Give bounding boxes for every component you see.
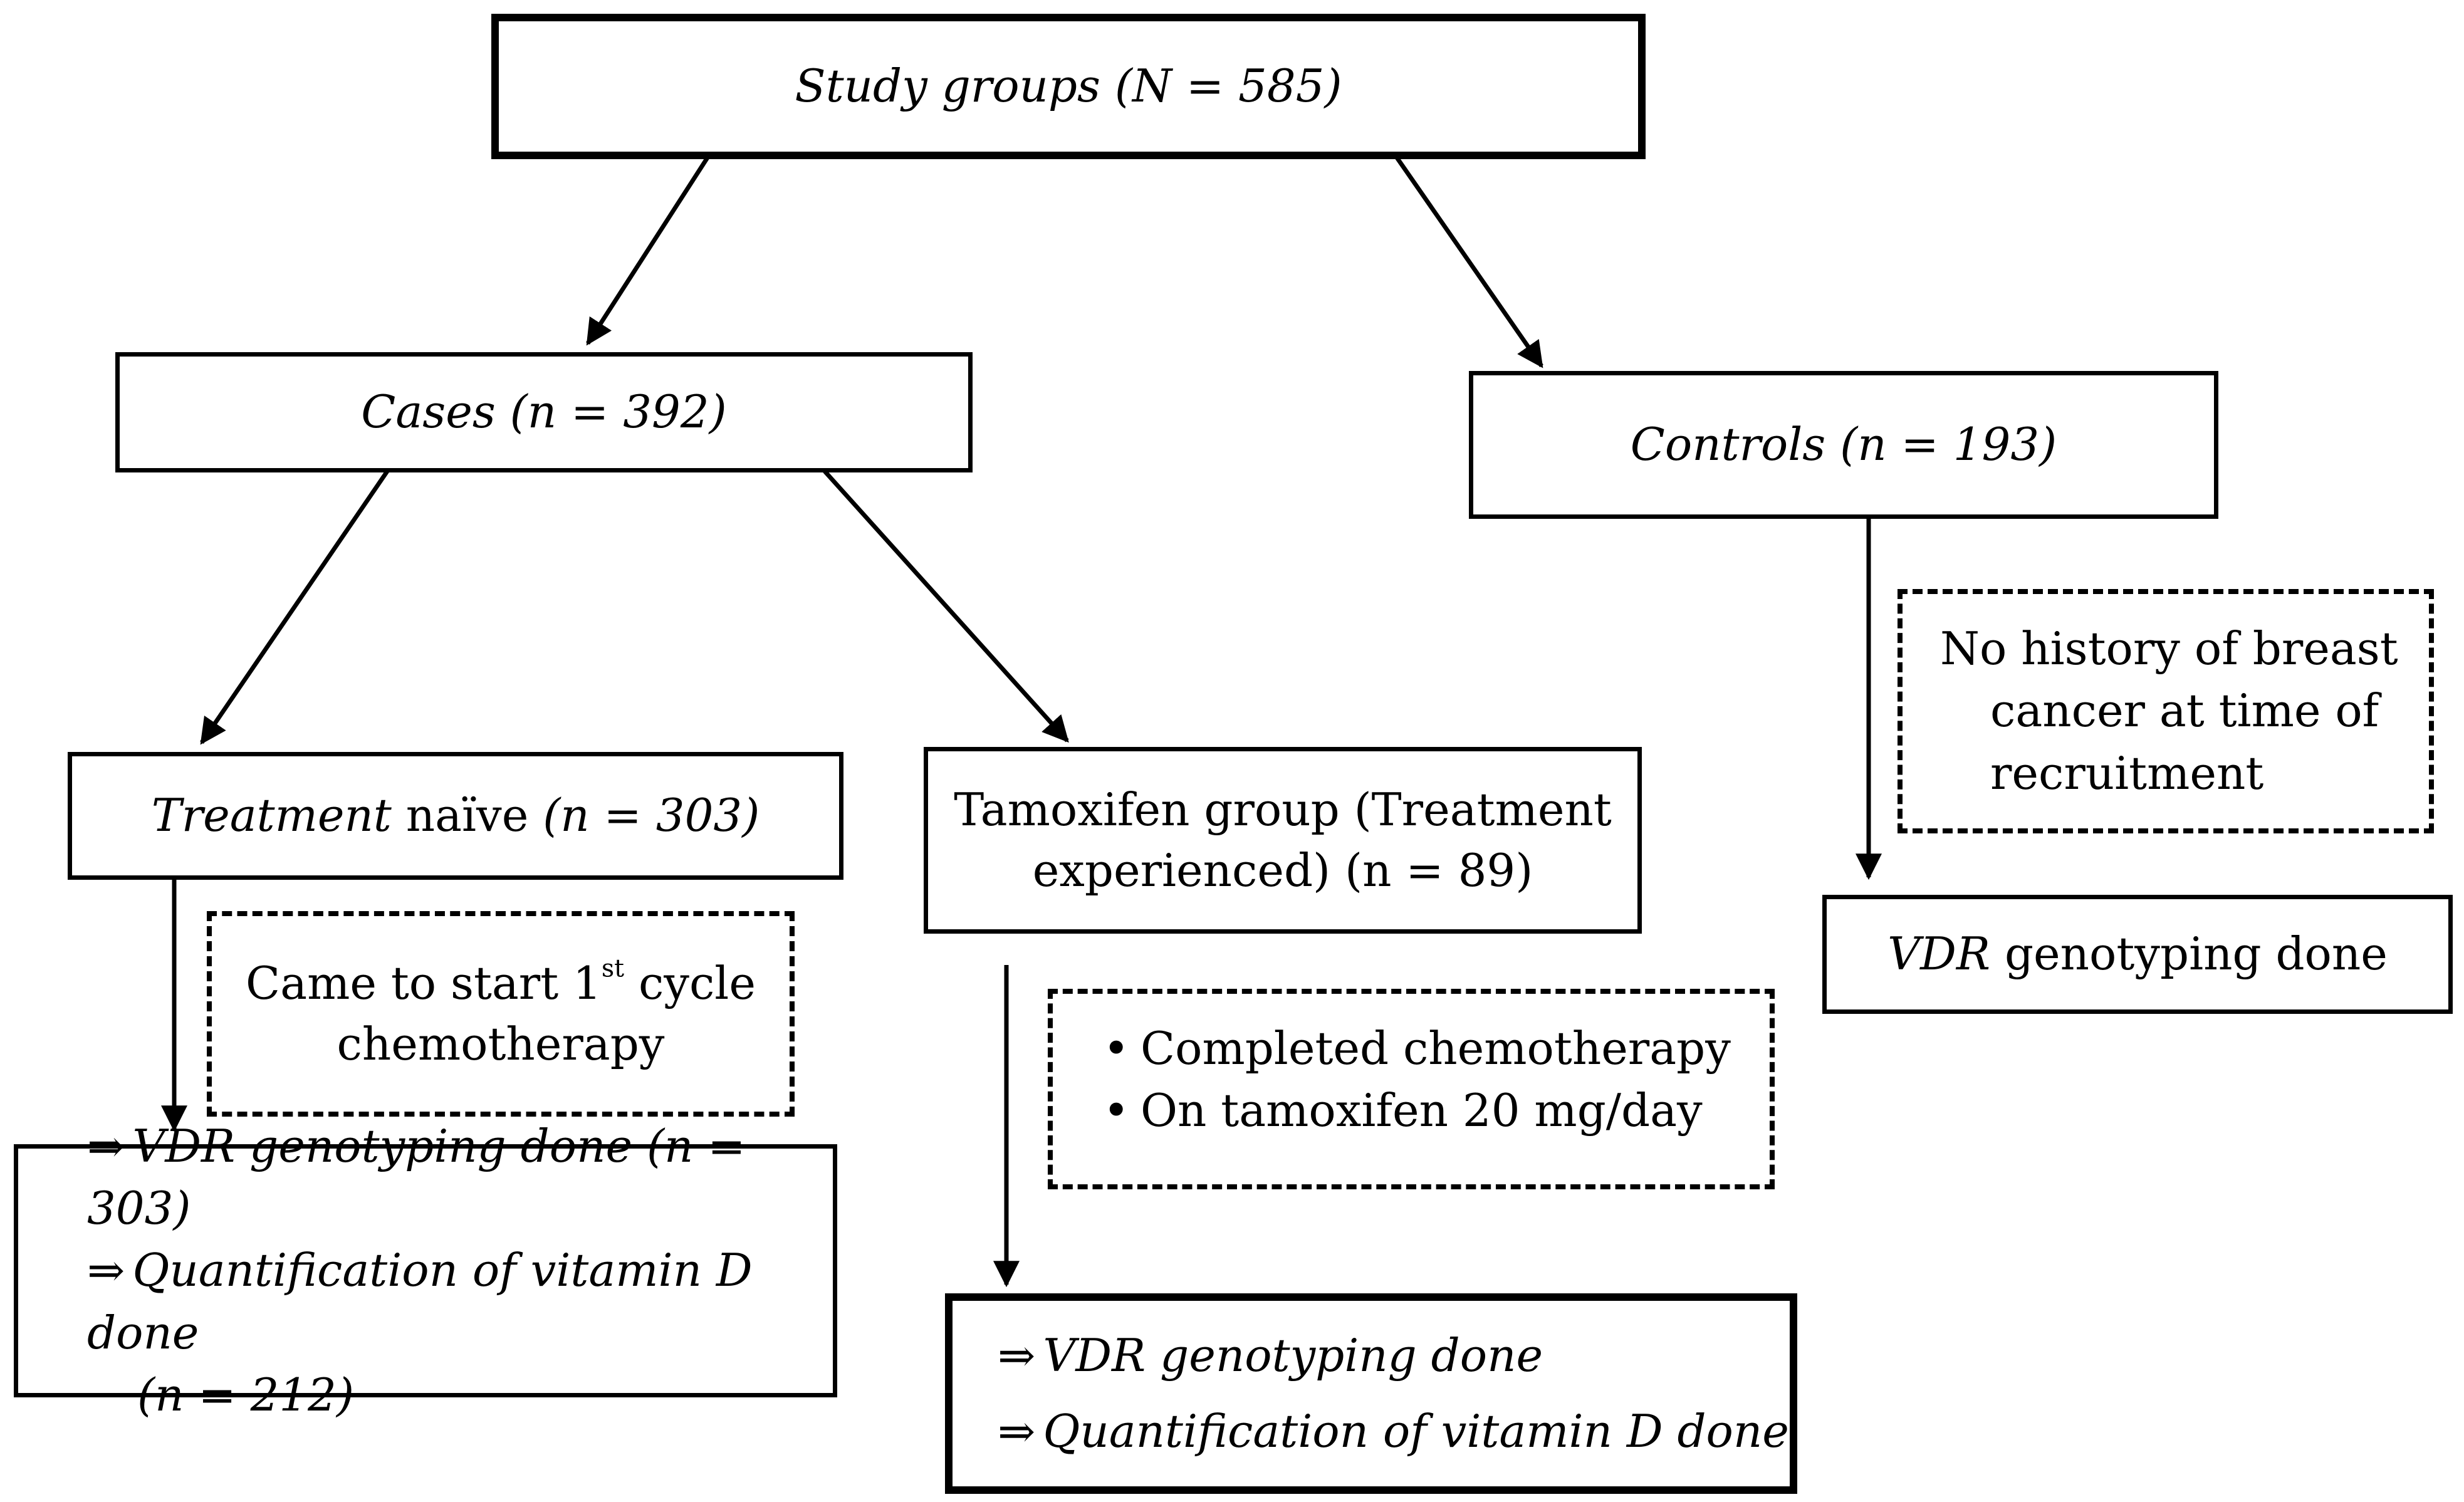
naive-outcome-item: ⇒VDR genotyping done (n = 303) <box>87 1115 833 1240</box>
implies-arrow-icon: ⇒ <box>87 1119 125 1172</box>
controls-outcome-label: VDR genotyping done <box>1887 924 2388 984</box>
naive-outcome-line-3: (n = 212) <box>137 1369 355 1422</box>
naive-criteria-line-1-pre: Came to start 1 <box>246 956 602 1009</box>
naive-criteria-line-1-post: cycle <box>624 956 756 1009</box>
tamoxifen-criteria-list: Completed chemotherapy On tamoxifen 20 m… <box>1065 1018 1770 1142</box>
edge-study-to-controls <box>1394 155 1543 368</box>
implies-arrow-icon: ⇒ <box>87 1244 125 1297</box>
naive-criteria-line-2: chemotherapy <box>337 1018 665 1070</box>
naive-criteria-text: Came to start 1st cycle chemotherapy <box>246 953 756 1075</box>
tamoxifen-outcome-line-2: Quantification of vitamin D done <box>1043 1405 1789 1458</box>
node-controls-criteria: No history of breast cancer at time of r… <box>1898 589 2434 833</box>
node-controls: Controls (n = 193) <box>1469 371 2218 519</box>
naive-outcome-line-2: Quantification of vitamin D done <box>87 1244 753 1359</box>
node-tamoxifen-criteria: Completed chemotherapy On tamoxifen 20 m… <box>1048 989 1775 1189</box>
naive-criteria-line-1: Came to start 1st cycle <box>246 953 756 1014</box>
node-naive-criteria: Came to start 1st cycle chemotherapy <box>207 911 795 1117</box>
implies-arrow-icon: ⇒ <box>998 1328 1036 1382</box>
tamoxifen-outcome-list: ⇒VDR genotyping done ⇒Quantification of … <box>998 1325 1789 1463</box>
node-treatment-naive-label: Treatment naïve (n = 303) <box>152 785 760 846</box>
implies-arrow-icon: ⇒ <box>998 1405 1036 1458</box>
node-tamoxifen-group-text: Tamoxifen group (Treatment experienced) … <box>954 780 1612 901</box>
node-treatment-naive: Treatment naïve (n = 303) <box>68 752 843 880</box>
tamoxifen-outcome-item: ⇒VDR genotyping done <box>998 1325 1789 1387</box>
node-study-groups: Study groups (N = 585) <box>491 14 1646 159</box>
edge-cases-to-naive <box>200 470 389 745</box>
controls-criteria-line-1: No history of breast <box>1940 622 2398 675</box>
naive-outcome-item: ⇒Quantification of vitamin D done <box>87 1239 833 1364</box>
tamoxifen-criteria-item: Completed chemotherapy <box>1065 1018 1770 1080</box>
controls-criteria-line-2: cancer at time of <box>1990 684 2379 738</box>
node-tamoxifen-group: Tamoxifen group (Treatment experienced) … <box>924 747 1642 934</box>
edge-cases-to-tamoxifen <box>823 469 1069 743</box>
controls-outcome-vdr: VDR <box>1887 927 1991 981</box>
naive-criteria-line-1-sup: st <box>601 954 625 983</box>
controls-criteria-line-3: recruitment <box>1990 746 2264 800</box>
controls-outcome-rest: genotyping done <box>1990 927 2388 981</box>
treatment-word: Treatment <box>151 789 392 842</box>
node-tamoxifen-outcome: ⇒VDR genotyping done ⇒Quantification of … <box>945 1293 1797 1494</box>
treatment-naive-count: (n = 303) <box>543 789 760 842</box>
naive-outcome-item-continued: (n = 212) <box>87 1364 833 1426</box>
node-cases: Cases (n = 392) <box>115 352 973 472</box>
naive-outcome-list: ⇒VDR genotyping done (n = 303) ⇒Quantifi… <box>87 1115 833 1427</box>
node-controls-outcome: VDR genotyping done <box>1822 895 2453 1014</box>
node-naive-outcome: ⇒VDR genotyping done (n = 303) ⇒Quantifi… <box>14 1120 837 1421</box>
naive-outcome-line-1: VDR genotyping done (n = 303) <box>87 1119 746 1234</box>
edge-study-to-cases <box>586 155 710 346</box>
tamoxifen-line-1: Tamoxifen group (Treatment <box>954 783 1612 836</box>
tamoxifen-line-2: experienced) (n = 89) <box>1032 844 1533 897</box>
naive-word: naïve <box>391 789 543 842</box>
node-study-groups-label: Study groups (N = 585) <box>795 60 1342 113</box>
node-cases-label: Cases (n = 392) <box>361 385 727 439</box>
tamoxifen-outcome-line-1: VDR genotyping done <box>1043 1328 1543 1382</box>
node-controls-label: Controls (n = 193) <box>1630 418 2057 471</box>
tamoxifen-outcome-item: ⇒Quantification of vitamin D done <box>998 1400 1789 1463</box>
tamoxifen-criteria-item: On tamoxifen 20 mg/day <box>1065 1080 1770 1142</box>
